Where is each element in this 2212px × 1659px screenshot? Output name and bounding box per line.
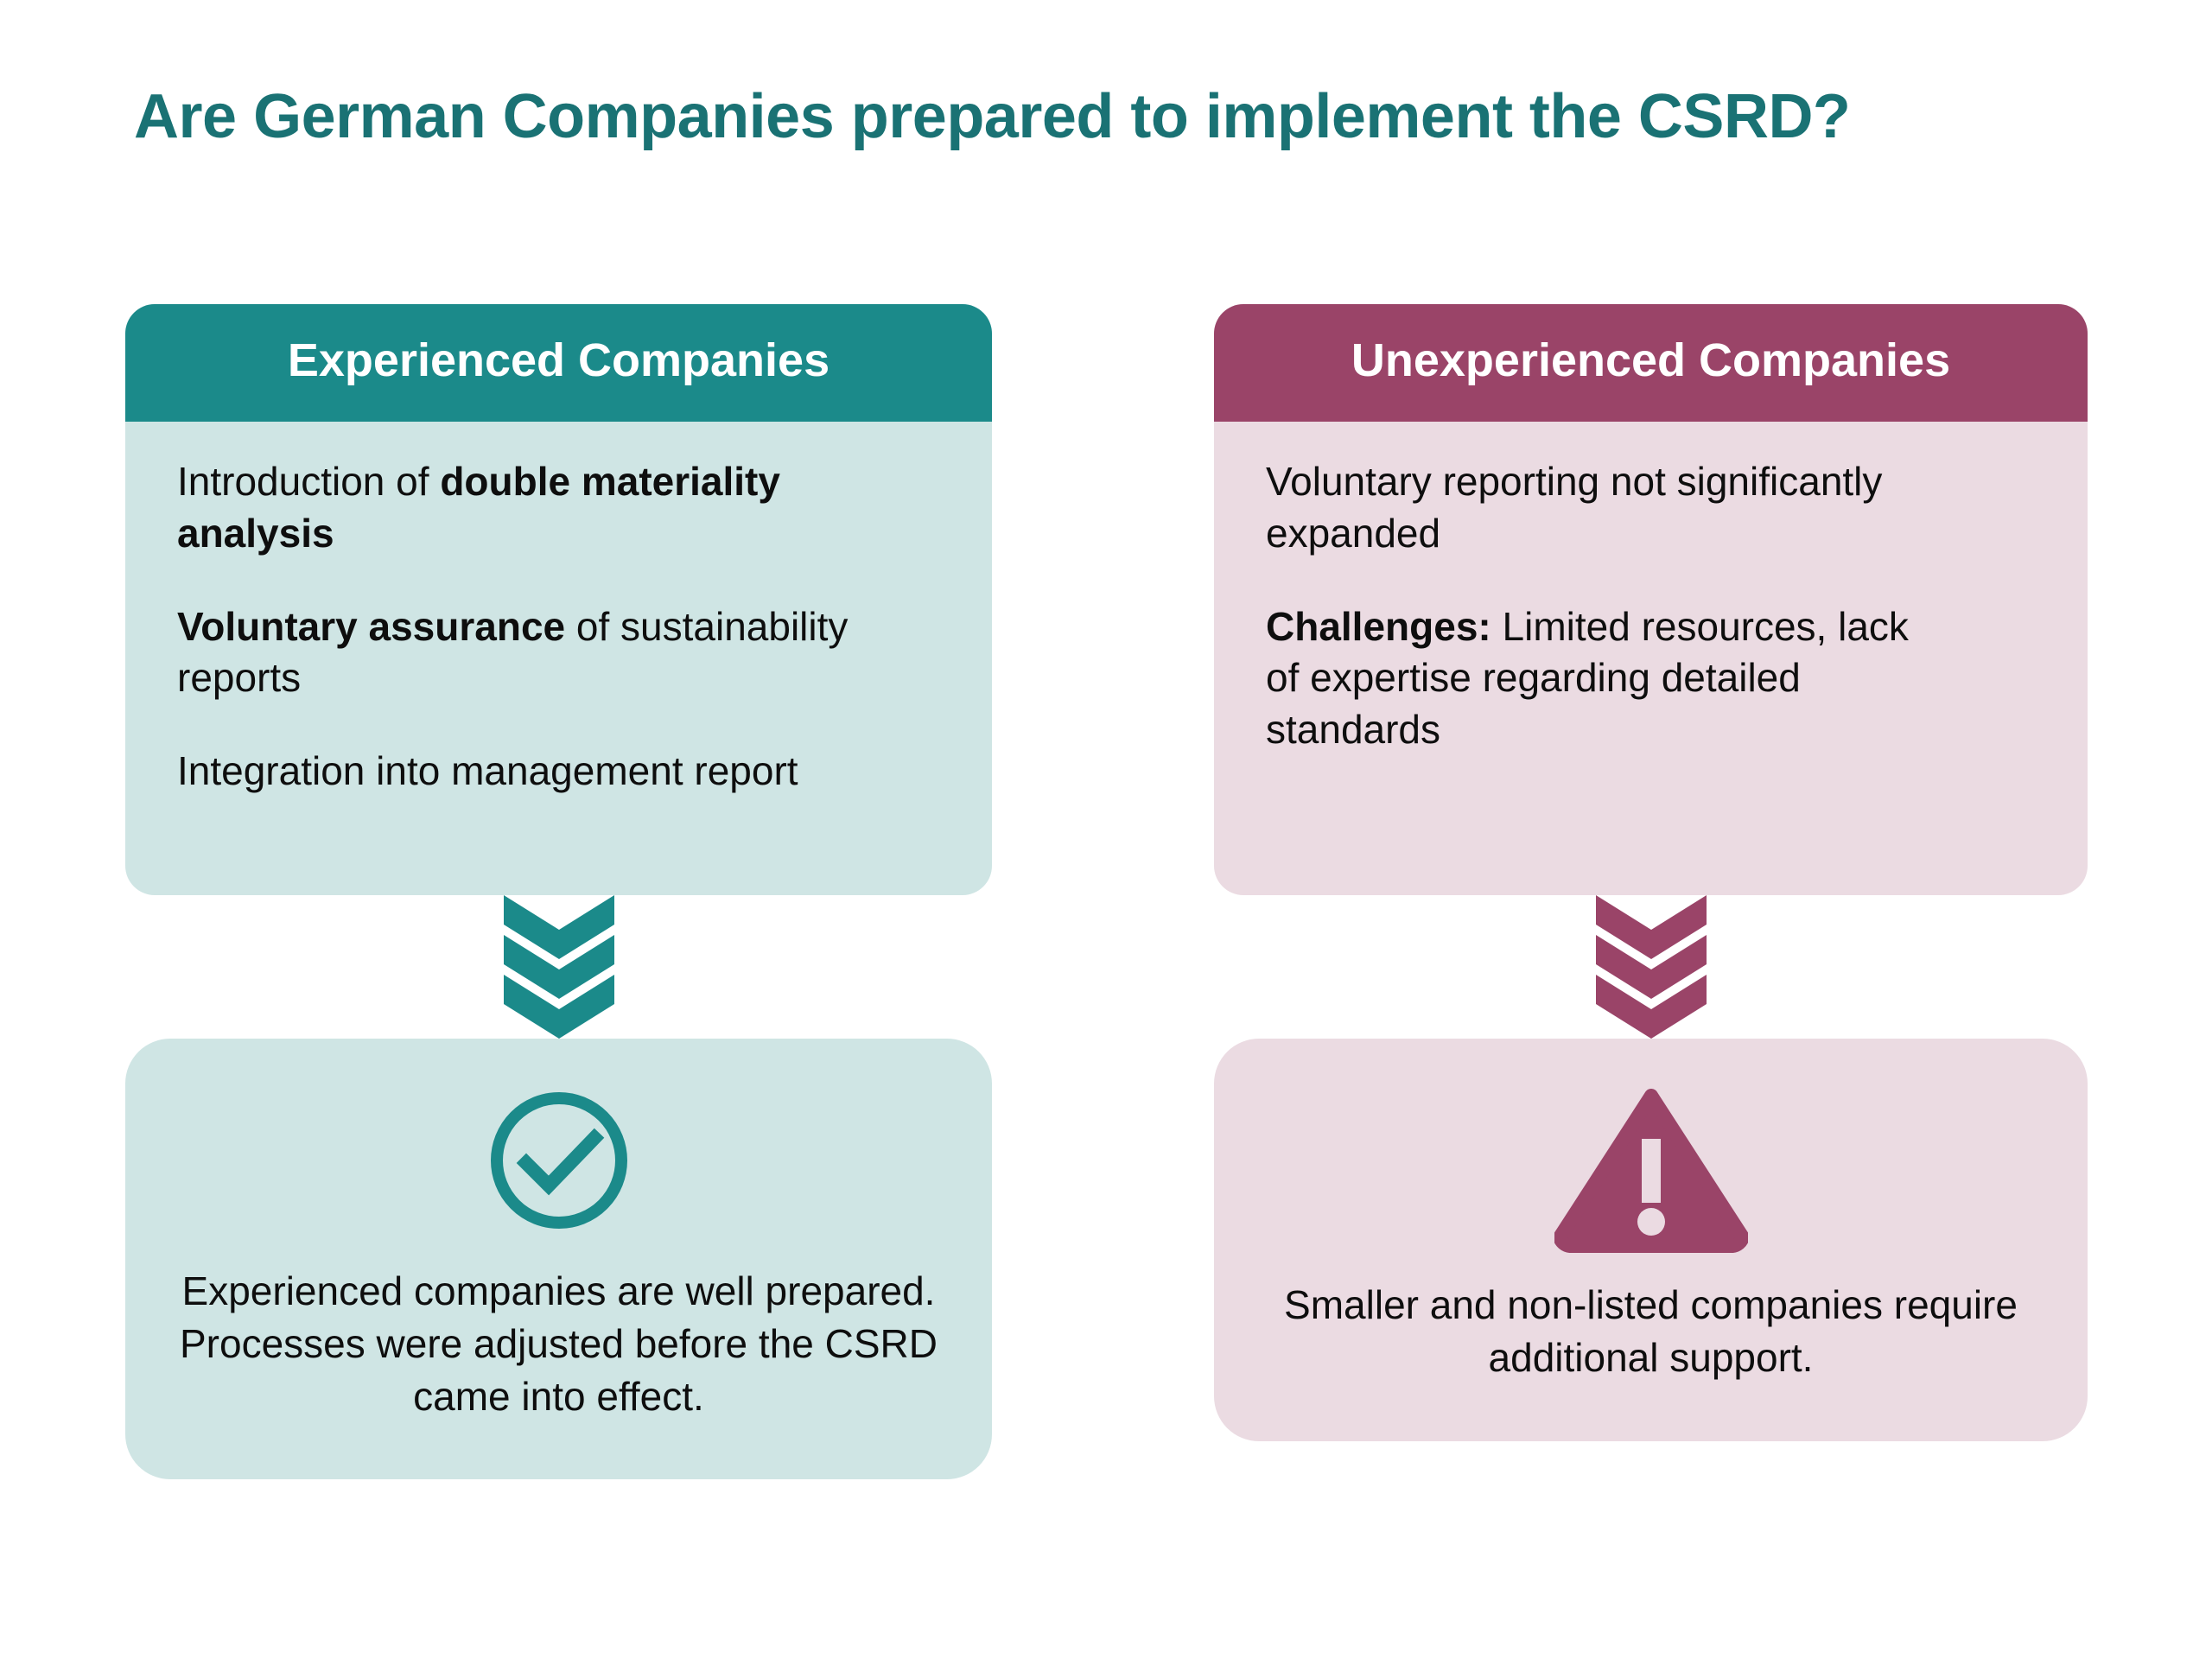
card-conclusion-unexperienced: Smaller and non-listed companies require…: [1214, 1039, 2088, 1441]
bullet-strong: Challenges:: [1266, 603, 1491, 649]
connector-experienced: [125, 895, 992, 1039]
card-header-experienced: Experienced Companies: [125, 304, 992, 423]
bullet-item: Challenges: Limited resources, lack of e…: [1266, 601, 1940, 756]
card-conclusion-experienced: Experienced companies are well prepared.…: [125, 1039, 992, 1480]
card-body-unexperienced: Voluntary reporting not significantly ex…: [1214, 422, 2088, 896]
page-title: Are German Companies prepared to impleme…: [134, 82, 1851, 151]
chevron-double-down-icon: [503, 895, 614, 1039]
bullet-lead: Introduction of: [177, 459, 441, 505]
bullet-lead: Integration into management report: [177, 748, 798, 794]
bullet-trail: Limited resources, lack of expertise reg…: [1266, 603, 1909, 753]
bullet-trail: of sustainability reports: [177, 603, 849, 701]
check-circle-icon: [490, 1092, 627, 1230]
card-unexperienced: Unexperienced Companies Voluntary report…: [1214, 304, 2088, 896]
bullet-item: Integration into management report: [177, 746, 851, 798]
bullet-item: Voluntary reporting not significantly ex…: [1266, 456, 1940, 560]
conclusion-text: Experienced companies are well prepared.…: [180, 1268, 938, 1419]
card-header-unexperienced: Unexperienced Companies: [1214, 304, 2088, 423]
column-experienced: Experienced Companies Introduction of do…: [125, 304, 992, 1480]
card-body-experienced: Introduction of double materiality analy…: [125, 422, 992, 896]
bullet-item: Introduction of double materiality analy…: [177, 456, 851, 560]
bullet-item: Voluntary assurance of sustainability re…: [177, 601, 851, 705]
bullet-strong: Voluntary assurance: [177, 603, 566, 649]
column-unexperienced: Unexperienced Companies Voluntary report…: [1214, 304, 2088, 1441]
warning-triangle-icon: [1554, 1089, 1748, 1254]
bullet-strong: double materiality analysis: [177, 459, 780, 556]
chevron-double-down-icon: [1595, 895, 1707, 1039]
card-experienced: Experienced Companies Introduction of do…: [125, 304, 992, 896]
conclusion-text: Smaller and non-listed companies require…: [1284, 1282, 2018, 1380]
bullet-lead: Voluntary reporting not significantly ex…: [1266, 459, 1883, 556]
connector-unexperienced: [1214, 895, 2088, 1039]
